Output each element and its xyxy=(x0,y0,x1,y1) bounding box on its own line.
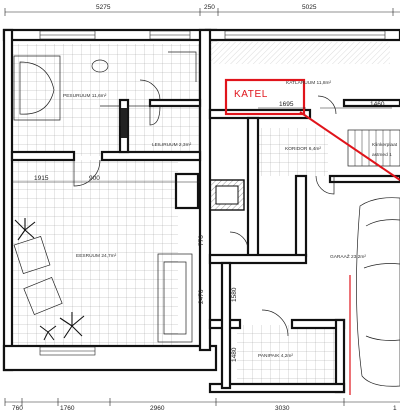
katel-annotation-box xyxy=(224,78,306,116)
dim-1915: 1915 xyxy=(34,175,49,182)
plant-icon xyxy=(14,218,36,241)
south-wall-east xyxy=(208,382,346,394)
koridor-floor xyxy=(258,128,328,176)
dim-770: 770 xyxy=(198,235,205,246)
dim-top-2: 250 xyxy=(204,4,215,11)
plant-icon-2 xyxy=(59,312,85,339)
garage-top-wall xyxy=(328,174,400,184)
room-panipaik: PANIPAIK 4,2m² xyxy=(258,353,293,359)
sauna-fixtures xyxy=(121,105,201,153)
eesruum-floor xyxy=(8,160,178,346)
dim-2470: 2470 xyxy=(198,289,205,304)
room-koridor: KORIDOR 6,4m² xyxy=(285,146,321,152)
dim-1580: 1580 xyxy=(231,287,238,302)
bottom-dimension-chain: 760 1760 2960 3030 1 xyxy=(4,398,400,412)
dim-1480: 1480 xyxy=(231,347,238,362)
room-leiliruum: LEILIRUUM 2,3m² xyxy=(152,142,192,148)
walls xyxy=(2,28,400,394)
stair-wall xyxy=(342,98,400,108)
katel-label: KATEL xyxy=(234,89,268,100)
top-dimension-chain: 5275 250 5025 xyxy=(4,4,400,16)
garage-west-wall xyxy=(294,174,308,258)
bath-fixtures xyxy=(13,51,197,121)
interior-dimensions: 1915 900 1695 1460 770 2470 1580 1480 xyxy=(12,101,392,362)
room-garaaz: GARAAŽ 23,2m² xyxy=(330,252,366,260)
sauna-bench-icon xyxy=(121,108,127,138)
koridor-west-wall xyxy=(246,116,260,260)
dim-1460: 1460 xyxy=(370,101,385,108)
door-koridor xyxy=(315,175,335,195)
room-pesuruum: PESURUUM 11,6m² xyxy=(63,93,107,99)
shower-icon xyxy=(168,51,197,82)
partition-pesuruum-south-a xyxy=(10,150,76,162)
dim-bottom-3030: 3030 xyxy=(275,405,290,412)
katlaruum-hatch xyxy=(210,42,390,64)
tiled-floors xyxy=(8,44,337,385)
room-eesruum: EESRUUM 24,7m² xyxy=(76,253,117,259)
dim-bottom-1: 1 xyxy=(393,405,397,412)
dim-900: 900 xyxy=(89,175,100,182)
dim-bottom-2960: 2960 xyxy=(150,405,165,412)
eesruum-furniture xyxy=(13,218,193,343)
dim-bottom-1760: 1760 xyxy=(60,405,75,412)
panipaik-west-wall xyxy=(220,261,232,390)
armchair-icon-2 xyxy=(23,276,63,316)
door-katlaruum xyxy=(317,95,337,115)
dim-top-1: 5275 xyxy=(96,4,111,11)
room-katlaruum: KATLARUUM 11,8m² xyxy=(286,80,332,86)
stairs-icon xyxy=(347,129,400,167)
doors xyxy=(73,79,337,337)
garage-north-wall xyxy=(208,253,308,265)
panipaik-east-wall xyxy=(334,318,346,394)
armchair-icon xyxy=(13,235,51,275)
sink-icon xyxy=(91,59,109,73)
partition-pesuruum-south-b xyxy=(100,150,202,162)
south-wall-west xyxy=(2,344,218,372)
annotation-leader-line xyxy=(299,111,400,181)
fireplace-icon xyxy=(174,172,245,211)
door-pesuruum xyxy=(73,159,101,187)
label-astmed: astmed 1 xyxy=(372,152,392,158)
dim-bottom-760: 760 xyxy=(12,405,23,412)
windows xyxy=(39,30,386,356)
bathtub-icon xyxy=(19,61,55,115)
plant-icon-3 xyxy=(39,325,57,341)
car-icon xyxy=(356,197,400,387)
door-garage xyxy=(229,231,249,251)
sofa-icon xyxy=(157,253,193,343)
door-panipaik xyxy=(261,309,289,337)
dim-top-3: 5025 xyxy=(302,4,317,11)
panipaik-floor xyxy=(237,325,337,385)
west-wall xyxy=(2,28,14,372)
dim-1695: 1695 xyxy=(279,101,294,108)
leiliruum-top-wall xyxy=(148,98,202,108)
label-klinker: Klinkerplaat xyxy=(372,142,398,148)
